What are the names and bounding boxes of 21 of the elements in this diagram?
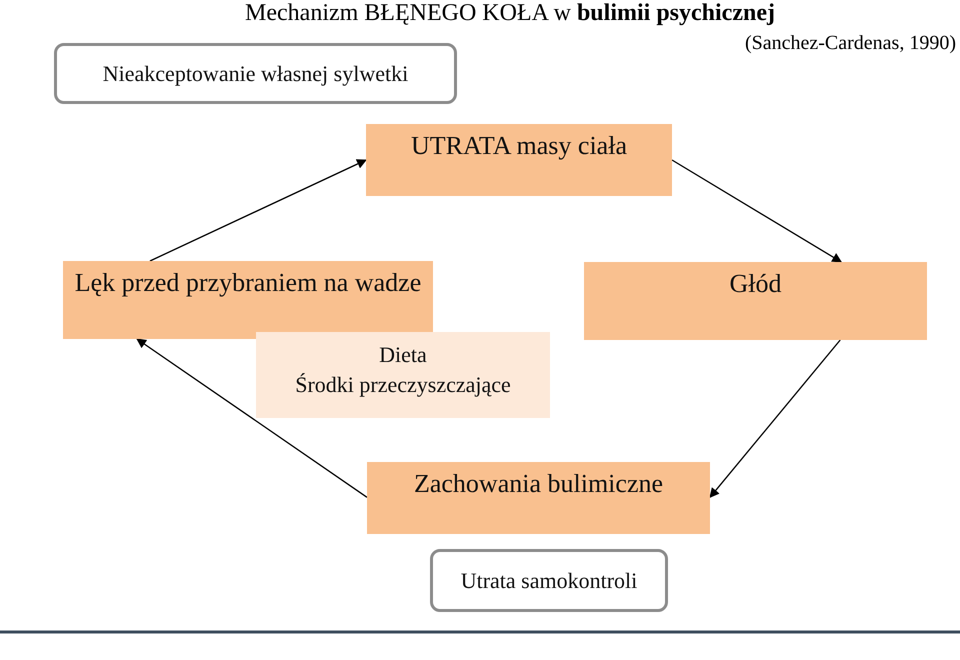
arrow (150, 159, 367, 262)
node-text: Dieta (379, 341, 427, 369)
arrow (672, 159, 842, 263)
citation: (Sanchez-Cardenas, 1990) (744, 32, 956, 55)
process-box (367, 462, 710, 534)
cause-box (430, 549, 668, 612)
node-text: UTRATA masy ciała (411, 130, 627, 162)
diagram-title: Mechanizm BŁĘNEGO KOŁA w bulimii psychicznej (244, 0, 776, 27)
node-text: Nieakceptowanie własnej sylwetki (102, 60, 408, 86)
arrow (136, 338, 368, 498)
node-text: Utrata samokontroli (460, 568, 638, 594)
arrow (709, 340, 841, 498)
node-text: Środki przeczyszczające (295, 370, 511, 399)
process-box (584, 262, 927, 340)
method-box (256, 332, 550, 418)
node-text: Zachowania bulimiczne (414, 468, 664, 500)
process-box (63, 261, 433, 339)
cause-box (54, 43, 457, 104)
node-text: Głód (730, 268, 782, 300)
process-box (366, 124, 672, 196)
node-text: Lęk przed przybraniem na wadze (74, 267, 422, 298)
